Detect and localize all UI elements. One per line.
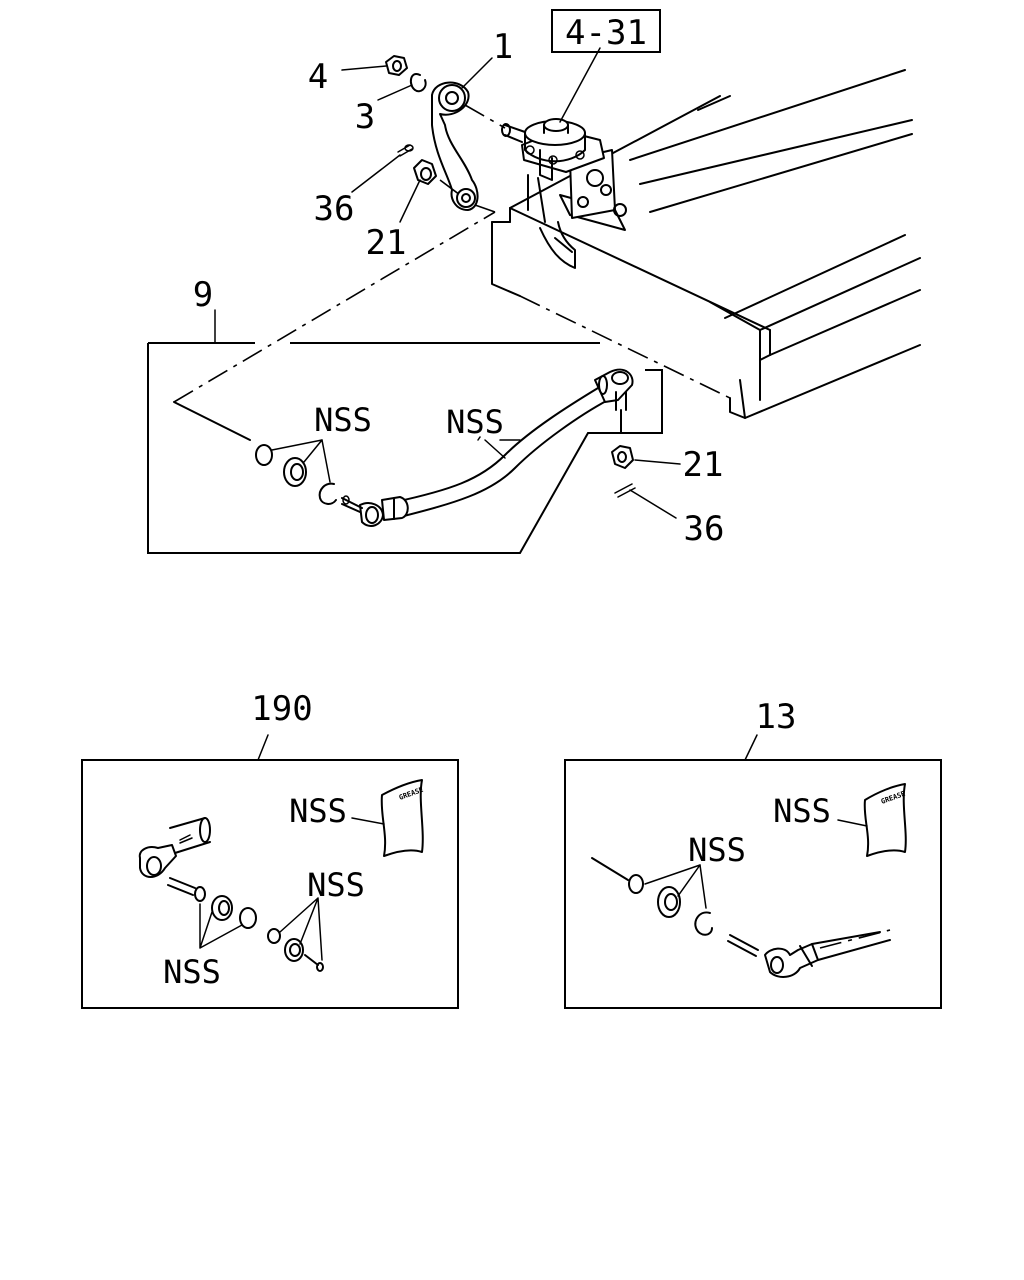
- leader-kit-13: [744, 734, 758, 761]
- callout-ball-joint-kit: 190: [251, 689, 312, 729]
- callout-lock-washer: 3: [355, 97, 375, 137]
- nss-kit190-right: NSS: [307, 866, 365, 904]
- relay-rod-assembly-frame: [147, 211, 663, 554]
- callout-castle-nut-upper: 21: [366, 223, 407, 263]
- kit-190-box: [81, 759, 459, 1009]
- reference-label: 4-31: [565, 13, 647, 53]
- callout-castle-nut-lower: 21: [683, 445, 724, 485]
- callout-pitman-arm: 1: [493, 27, 513, 67]
- reference-box: 4-31: [551, 9, 661, 53]
- chassis-frame: [491, 69, 921, 419]
- callout-relay-rod-assembly: 9: [193, 275, 213, 315]
- steering-gear: [501, 118, 605, 223]
- leader-relay-rod: [484, 439, 506, 459]
- kit-190-parts: GREASE: [138, 779, 424, 972]
- nss-kit190-grease: NSS: [289, 792, 347, 830]
- kit-13-parts: GREASE: [591, 783, 907, 978]
- callout-cotter-pin-lower: 36: [684, 509, 725, 549]
- nss-kit13-grease: NSS: [773, 792, 831, 830]
- callout-cotter-pin-upper: 36: [314, 189, 355, 229]
- callout-nut-top: 4: [308, 57, 328, 97]
- pitman-arm: [431, 81, 506, 213]
- upper-hardware: [385, 55, 461, 196]
- nss-kit190-left: NSS: [163, 953, 221, 991]
- leader-kit-190: [257, 734, 269, 761]
- lower-hardware: [611, 445, 681, 519]
- nss-relay-boot: NSS: [314, 401, 372, 439]
- nss-relay-rod: NSS: [446, 403, 504, 441]
- relay-rod: [341, 368, 634, 527]
- nss-kit13-boot: NSS: [688, 831, 746, 869]
- callout-boot-kit: 13: [756, 697, 797, 737]
- upper-leaders: [341, 47, 601, 223]
- relay-boot-parts: [255, 436, 521, 505]
- kit-13-box: [564, 759, 942, 1009]
